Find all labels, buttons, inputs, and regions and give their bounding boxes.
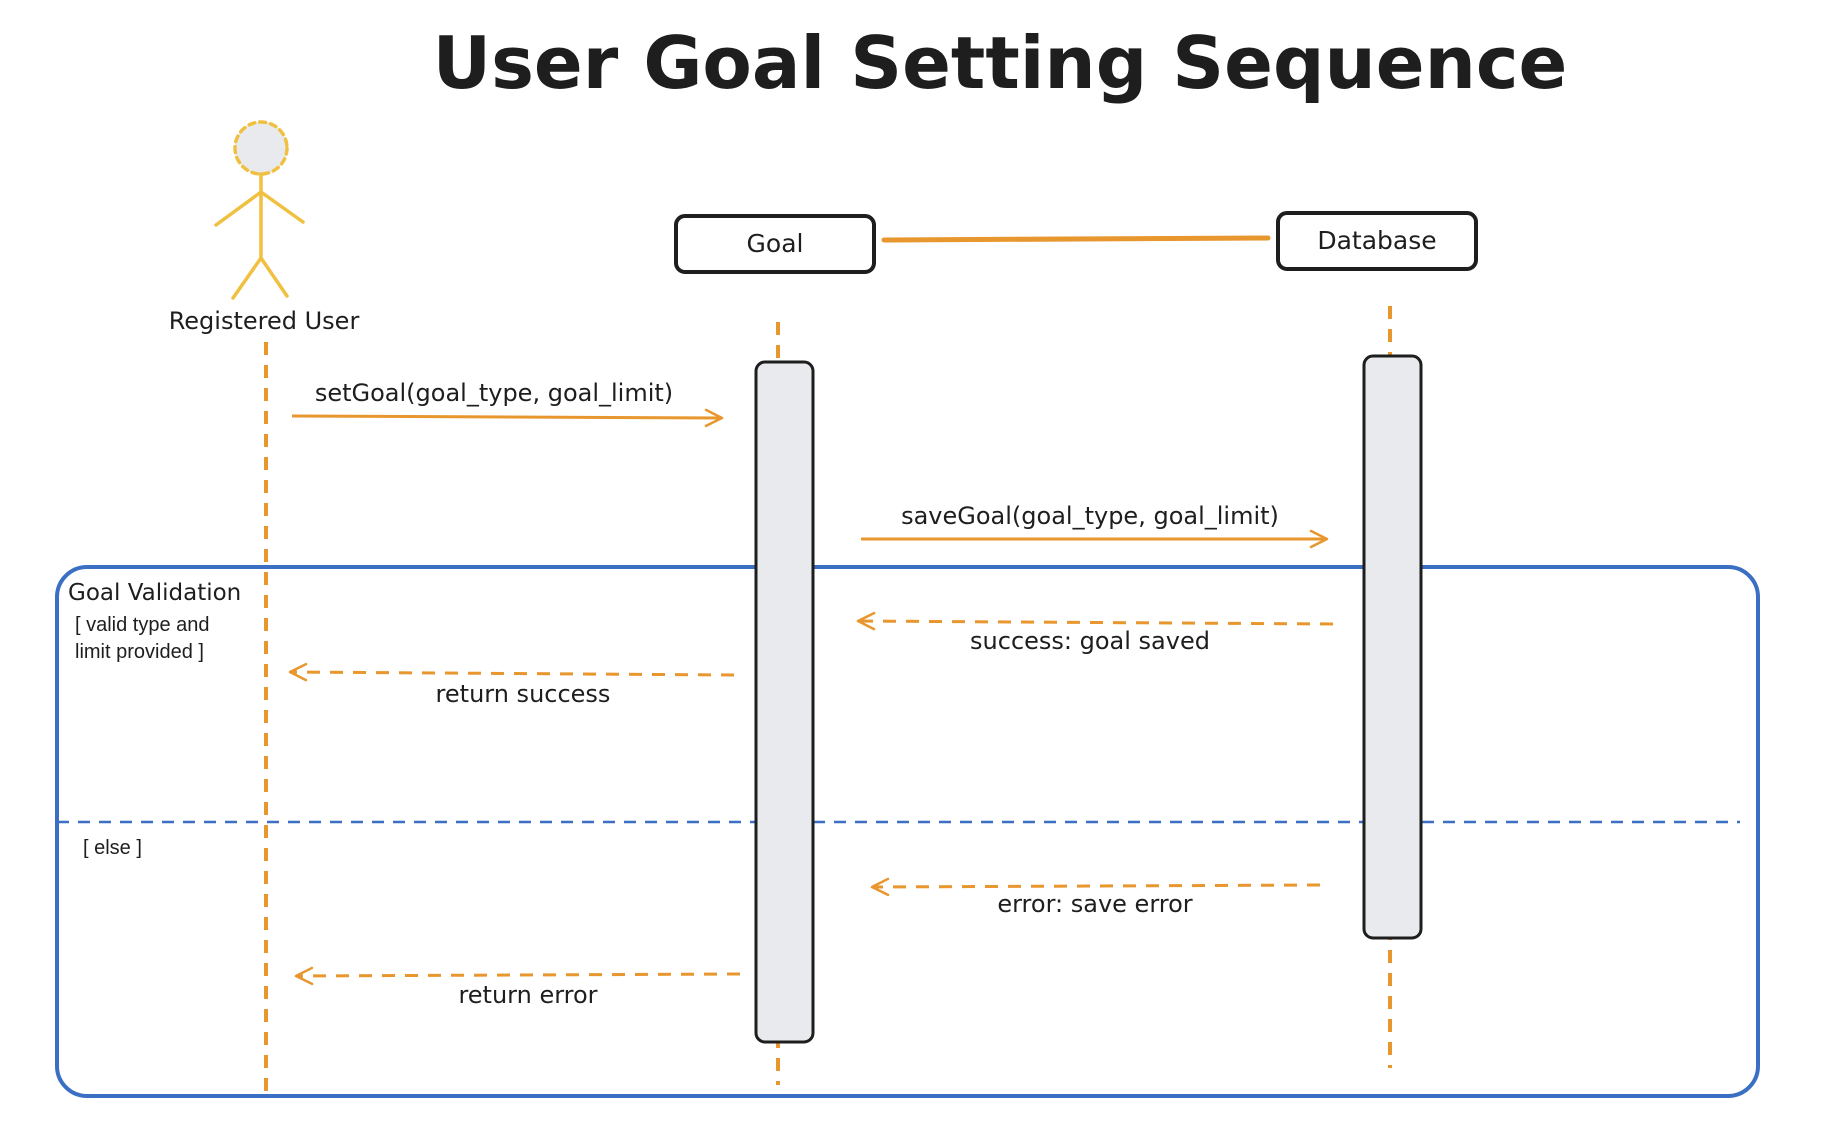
message-success-arrow [856, 611, 1334, 631]
message-success-label: success: goal saved [970, 627, 1210, 655]
alt-frame-label: Goal Validation [68, 580, 241, 606]
actor-label: Registered User [169, 307, 360, 335]
participant-goal-box [674, 214, 876, 274]
message-return-error-arrow [294, 966, 741, 986]
alt-guard-line2: limit provided ] [75, 641, 204, 663]
alt-frame: Goal Validation [ valid type and limit p… [55, 565, 1760, 1098]
stick-figure-icon [214, 120, 305, 300]
message-set-goal: setGoal(goal_type, goal_limit) [291, 379, 724, 428]
message-return-success-arrow [288, 662, 735, 682]
participant-goal: Goal [674, 214, 876, 274]
activation-bar-database [1362, 354, 1423, 940]
actor-registered-user: Registered User [169, 120, 360, 335]
message-save-goal-label: saveGoal(goal_type, goal_limit) [901, 502, 1279, 530]
participant-database: Database [1276, 211, 1478, 271]
participant-goal-label: Goal [747, 229, 804, 258]
message-error-label: error: save error [997, 890, 1192, 918]
diagram-title: User Goal Setting Sequence [433, 21, 1568, 105]
message-save-goal: saveGoal(goal_type, goal_limit) [861, 502, 1329, 549]
participant-connector [881, 235, 1271, 243]
participant-database-box [1276, 211, 1478, 271]
alt-guard-line1: [ valid type and [75, 614, 210, 636]
message-error-arrow [870, 877, 1321, 897]
message-success-goal-saved: success: goal saved [856, 611, 1334, 655]
else-guard: [ else ] [83, 837, 142, 859]
message-return-success-label: return success [436, 680, 611, 708]
participant-database-label: Database [1317, 226, 1436, 255]
message-return-error-label: return error [458, 981, 597, 1009]
message-return-success: return success [288, 662, 735, 708]
alt-frame-border [55, 565, 1760, 1098]
message-error-save-error: error: save error [870, 877, 1321, 918]
activation-bar-goal [754, 360, 815, 1044]
message-set-goal-label: setGoal(goal_type, goal_limit) [315, 379, 673, 407]
message-set-goal-arrow [291, 408, 724, 428]
message-return-error: return error [294, 966, 741, 1009]
